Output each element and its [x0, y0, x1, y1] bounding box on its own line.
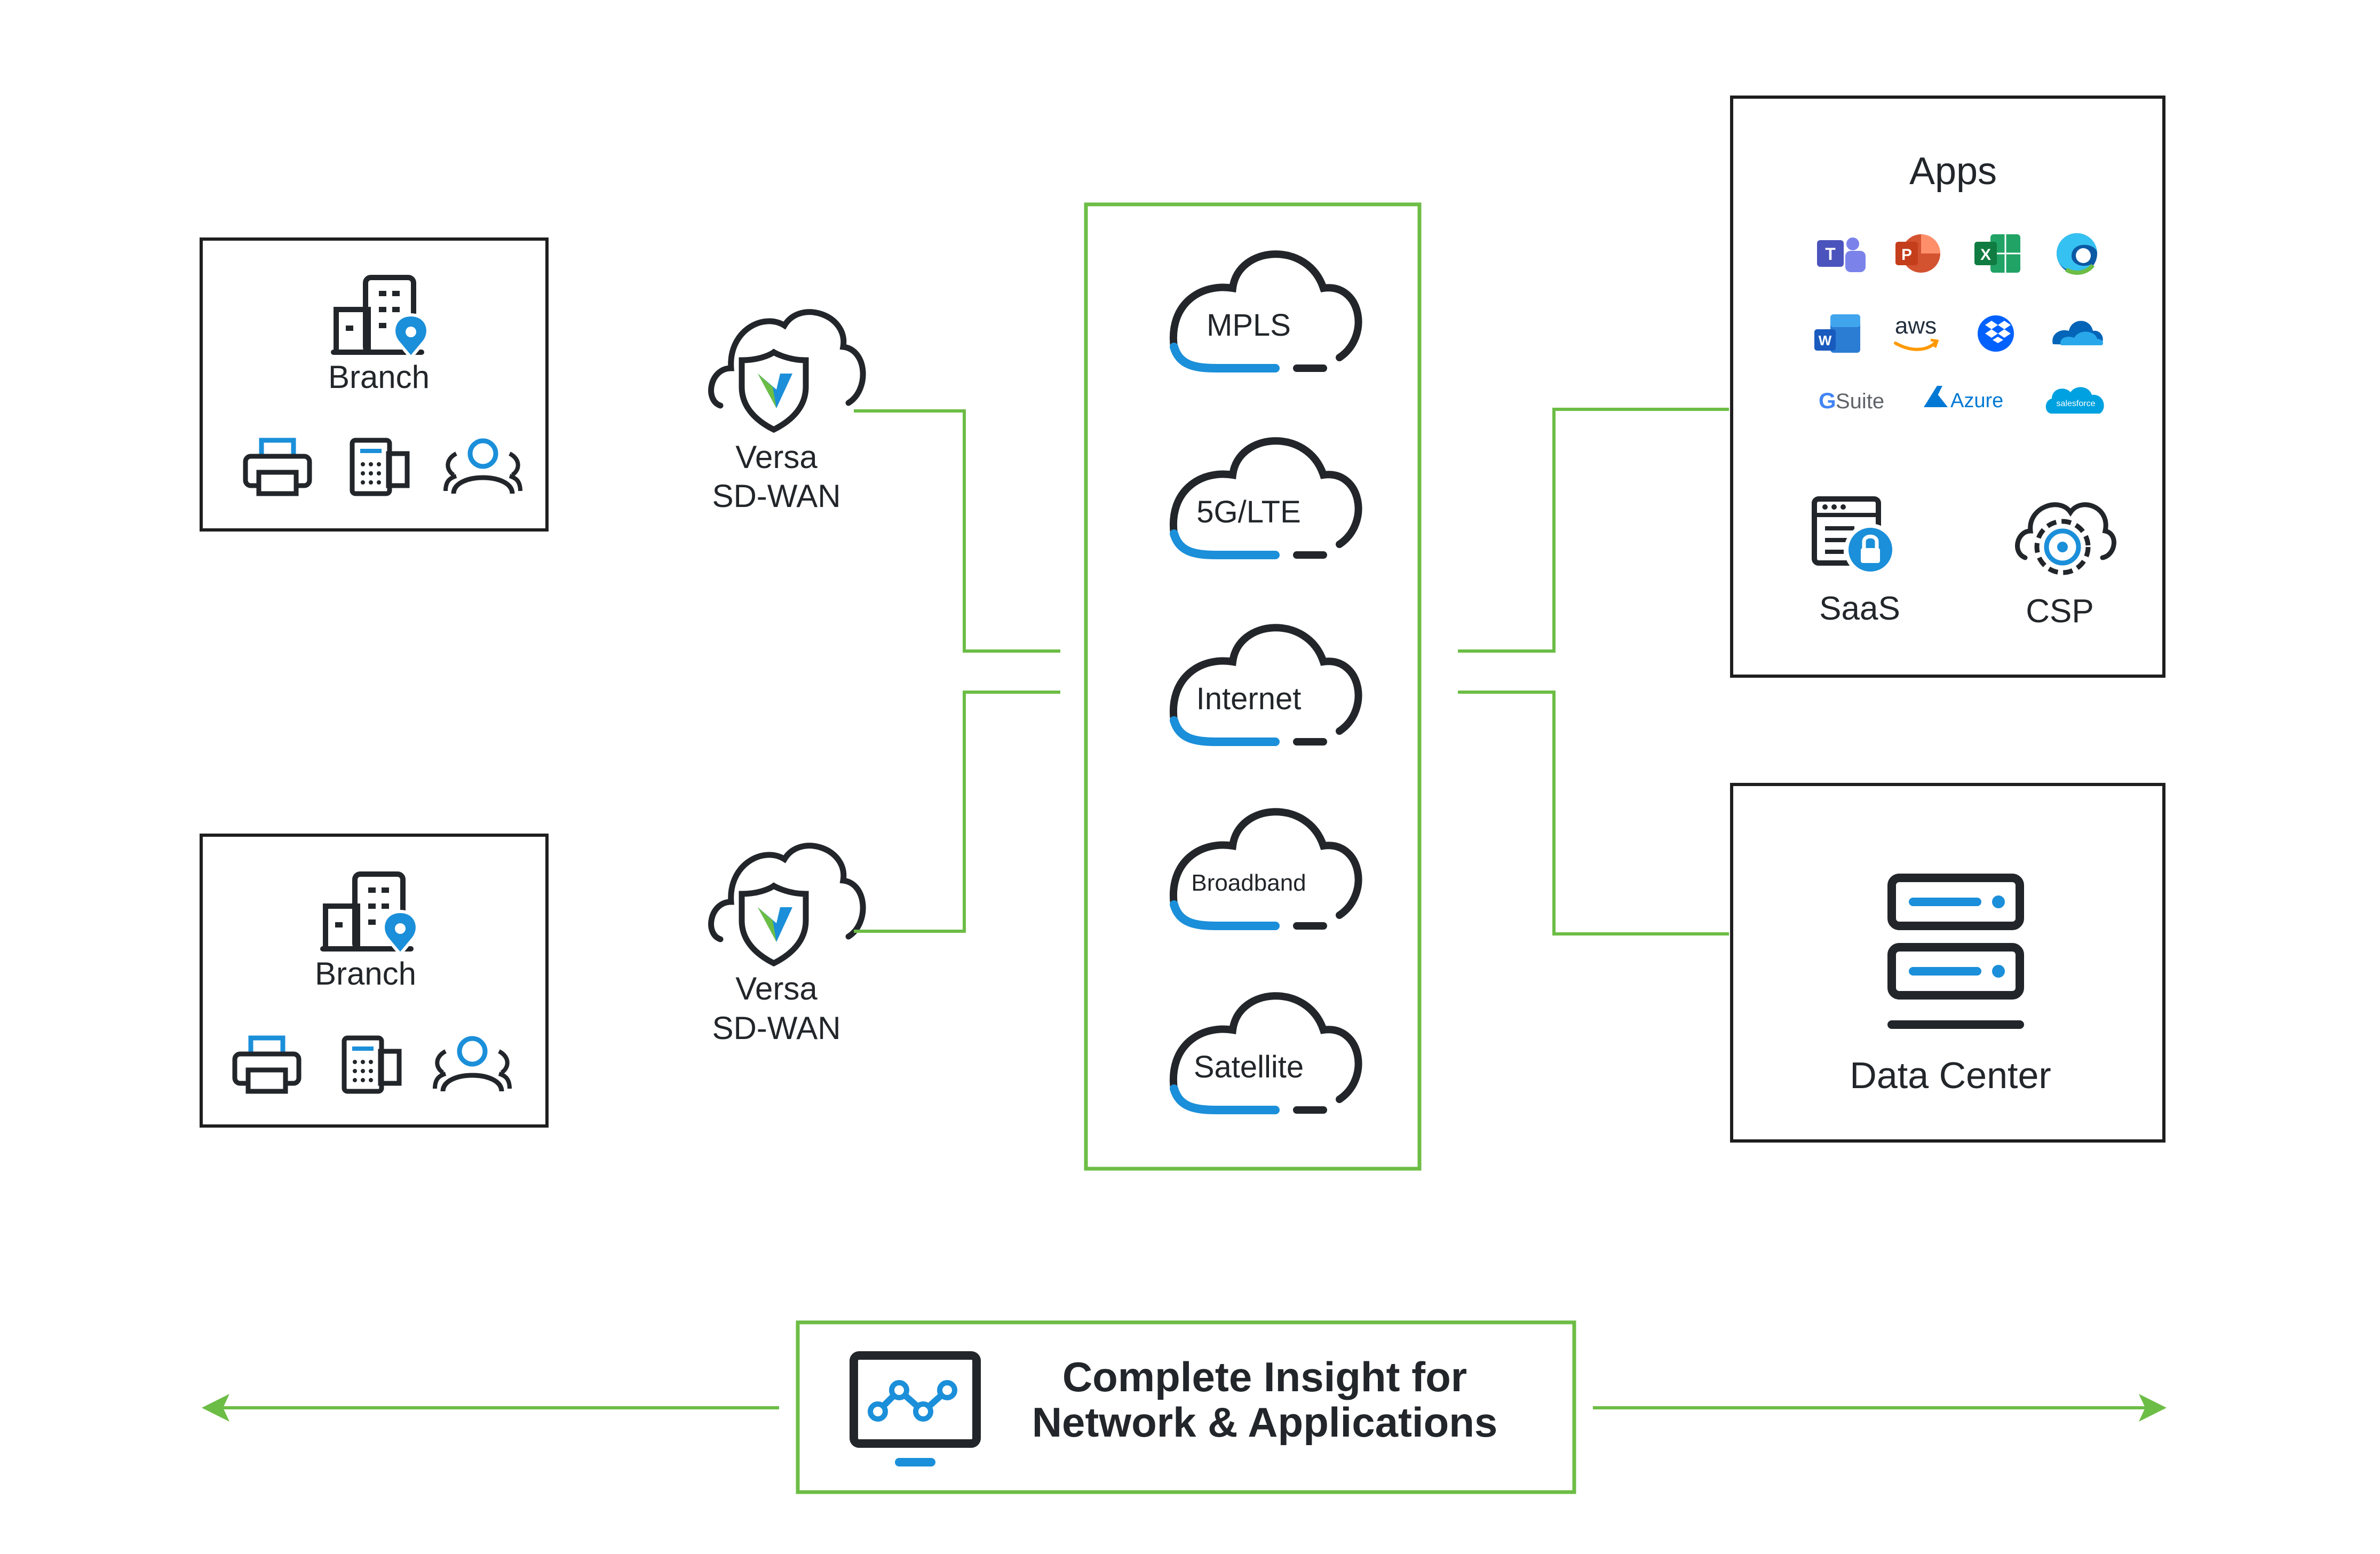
datacenter-box [1730, 783, 2165, 1143]
azure-logo: Azure [1924, 386, 2003, 412]
svg-text:salesforce: salesforce [2057, 399, 2096, 408]
apps-box [1730, 96, 2165, 678]
broadband-cloud-icon [1173, 812, 1359, 926]
printer-icon [232, 1035, 302, 1094]
onedrive-icon [2052, 321, 2104, 345]
printer-icon [243, 438, 312, 496]
phone-icon [350, 438, 410, 496]
users-icon [443, 438, 522, 494]
teams-icon: T [1817, 237, 1866, 272]
svg-text:aws: aws [1895, 313, 1937, 339]
versa-sdwan-icon [708, 309, 866, 433]
saas-icon [1812, 496, 1897, 576]
csp-label: CSP [2026, 593, 2094, 630]
svg-text:W: W [1819, 332, 1832, 348]
transport-column [1084, 202, 1422, 1171]
transport-label-broadband: Broadband [1191, 870, 1306, 896]
svg-text:X: X [1980, 246, 1991, 264]
users-icon [433, 1036, 512, 1092]
building-icon [331, 275, 430, 360]
csp-icon [2015, 502, 2116, 575]
server-icon [1887, 874, 2024, 1029]
left-arrow [202, 1394, 779, 1422]
dropbox-icon [1978, 315, 2014, 352]
excel-icon: X [1974, 234, 2020, 273]
svg-text:Azure: Azure [1950, 390, 2003, 412]
aws-logo: aws [1894, 313, 1939, 351]
sdwan-label-line1: Versa [735, 439, 818, 475]
gsuite-logo: G Suite [1819, 388, 1884, 413]
sdwan-label-line2: SD-WAN [712, 478, 841, 514]
branch-box-1 [200, 237, 549, 532]
insight-title-line2: Network & Applications [1032, 1399, 1498, 1446]
svg-text:T: T [1825, 244, 1836, 264]
apps-title: Apps [1909, 150, 1997, 193]
transport-label-5g-lte: 5G/LTE [1196, 495, 1301, 529]
connector-lines [854, 408, 1729, 935]
salesforce-logo: salesforce [2045, 387, 2104, 414]
branch-label: Branch [314, 956, 417, 992]
right-arrow [1593, 1394, 2167, 1422]
transport-label-mpls: MPLS [1207, 308, 1291, 343]
phone-icon [342, 1035, 402, 1094]
svg-text:G: G [1819, 388, 1836, 413]
edge-icon [2057, 233, 2097, 275]
branch-box-2 [200, 834, 549, 1128]
insight-box [796, 1320, 1576, 1494]
transport-label-satellite: Satellite [1193, 1050, 1304, 1084]
word-icon: W [1814, 314, 1860, 353]
branch-label: Branch [328, 359, 430, 395]
powerpoint-icon: P [1895, 234, 1940, 273]
building-icon [320, 871, 419, 957]
saas-label: SaaS [1819, 590, 1900, 627]
transport-label-internet: Internet [1196, 681, 1302, 716]
svg-text:Suite: Suite [1836, 390, 1884, 413]
insight-title-line1: Complete Insight for [1062, 1353, 1467, 1400]
svg-text:P: P [1901, 246, 1912, 264]
monitor-chart-icon [850, 1351, 981, 1466]
sdwan-label-line1: Versa [735, 971, 818, 1006]
datacenter-label: Data Center [1850, 1054, 2051, 1096]
versa-sdwan-icon [708, 843, 866, 967]
sdwan-label-line2: SD-WAN [712, 1010, 841, 1046]
